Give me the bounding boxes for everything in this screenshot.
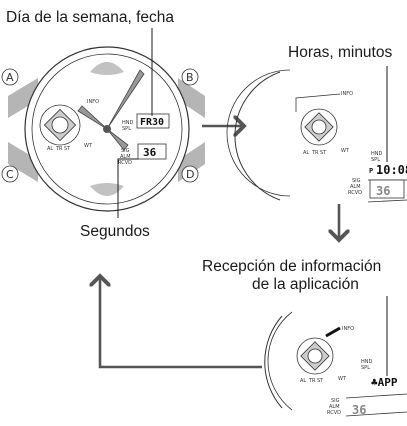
svg-text:INFO: INFO (342, 326, 354, 332)
button-b-label: B (186, 71, 194, 84)
label-day-date: Día de la semana, fecha (6, 9, 175, 26)
hour-hand (106, 128, 129, 151)
app-value: ♣APP (371, 376, 398, 389)
day-date-value: FR30 (140, 117, 164, 128)
svg-text:36: 36 (352, 403, 366, 417)
watch-time-mode: INFO AL TR ST WT HND SPL SIG ALM RCVD P … (226, 69, 407, 203)
svg-text:SIG: SIG (121, 148, 130, 154)
svg-text:TR: TR (311, 150, 319, 156)
button-b-shape (178, 78, 205, 118)
svg-text:ST: ST (317, 378, 324, 384)
svg-text:36: 36 (376, 184, 390, 198)
button-a-shape (8, 78, 38, 118)
svg-text:TR: TR (55, 146, 63, 152)
svg-text:WT: WT (84, 143, 93, 149)
svg-text:HND: HND (122, 120, 134, 126)
callout-seconds (117, 158, 138, 218)
button-c-label: C (6, 168, 14, 181)
svg-text:WT: WT (338, 376, 347, 382)
svg-text:INFO: INFO (341, 91, 353, 97)
button-c-shape (8, 142, 38, 182)
time-value: 10:08 (376, 163, 407, 177)
svg-text:RCVD: RCVD (327, 410, 341, 416)
button-d-label: D (186, 168, 194, 181)
svg-text:P: P (369, 167, 373, 175)
svg-text:TR: TR (308, 378, 316, 384)
svg-text:SPL: SPL (361, 365, 370, 371)
svg-text:SPL: SPL (371, 157, 380, 163)
minute-hand (106, 69, 145, 130)
svg-text:ST: ST (320, 150, 327, 156)
svg-text:SPL: SPL (122, 126, 131, 132)
seconds-lcd (137, 143, 167, 160)
svg-text:RCVD: RCVD (348, 190, 362, 196)
svg-text:AL: AL (300, 378, 306, 384)
svg-text:WT: WT (341, 148, 350, 154)
day-date-lcd (136, 113, 170, 129)
svg-text:AL: AL (47, 146, 53, 152)
svg-text:ALM: ALM (350, 184, 361, 190)
svg-text:RCVD: RCVD (118, 160, 132, 166)
label-hours-minutes: Horas, minutos (288, 44, 393, 61)
svg-text:SIG: SIG (352, 178, 361, 184)
svg-text:AL: AL (303, 150, 309, 156)
dial-info-label: INFO (87, 99, 99, 105)
button-a-label: A (6, 71, 14, 84)
svg-text:HND: HND (371, 151, 383, 157)
svg-text:ST: ST (64, 146, 71, 152)
svg-text:SIG: SIG (331, 398, 340, 404)
svg-text:ALM: ALM (329, 404, 340, 410)
watch-app-info-mode: INFO AL TR ST WT HND SPL SIG ALM RCVD ♣A… (264, 311, 407, 417)
svg-text:HND: HND (361, 359, 373, 365)
svg-text:ALM: ALM (120, 154, 131, 160)
label-reception-line2: de la aplicación (252, 276, 359, 293)
label-reception-line1: Recepción de información (202, 258, 382, 275)
arrow-return (100, 276, 262, 369)
seconds-value: 36 (143, 146, 157, 159)
label-seconds: Segundos (80, 223, 150, 240)
watch-front-view: INFO AL TR ST WT HND SPL SIG ALM RCVD FR… (1, 46, 205, 212)
